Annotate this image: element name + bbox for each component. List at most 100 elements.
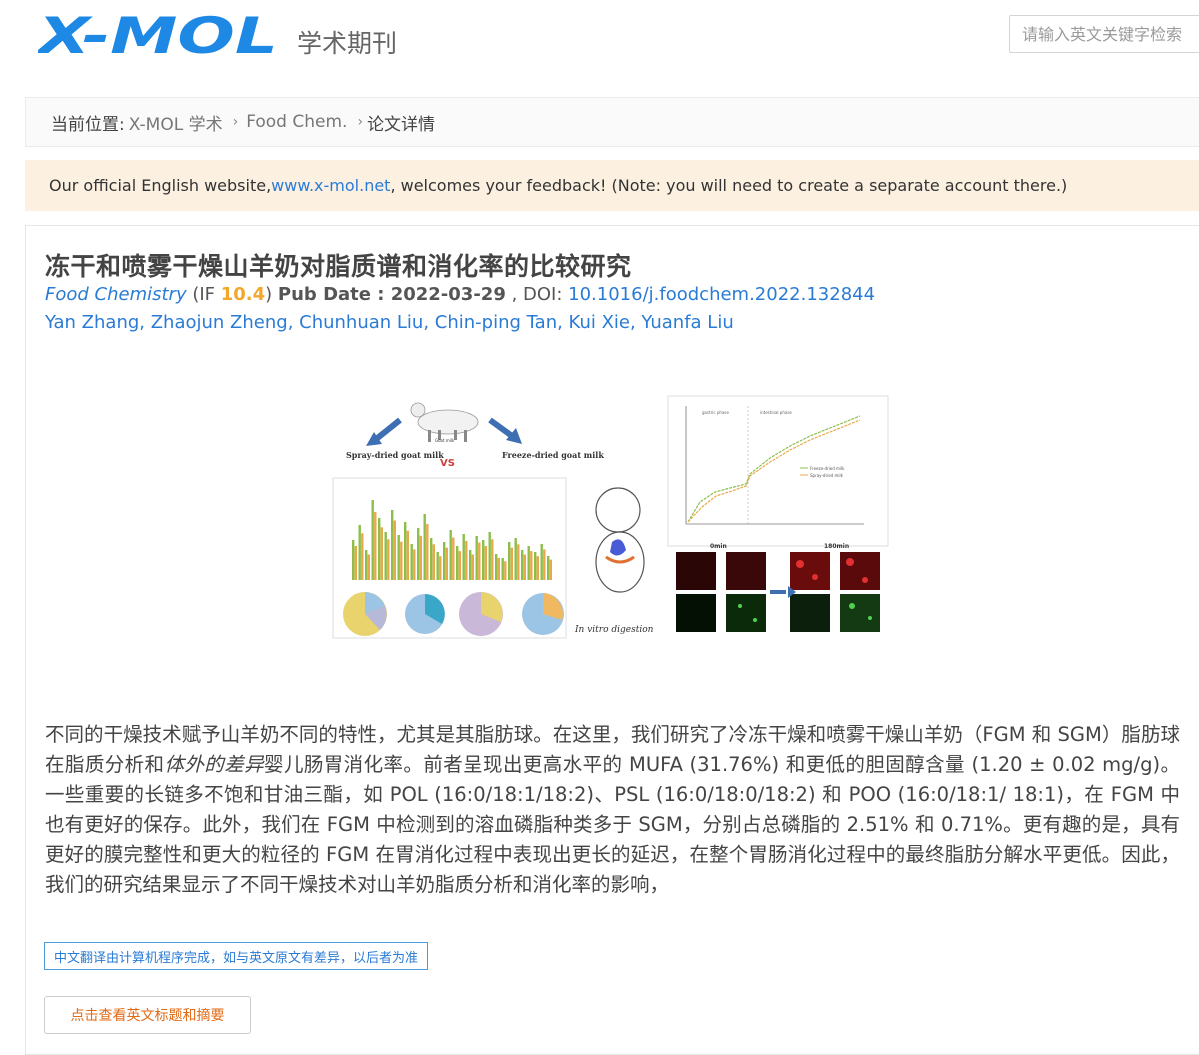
- breadcrumb-item-journal[interactable]: Food Chem.: [246, 112, 348, 132]
- doi-link[interactable]: 10.1016/j.foodchem.2022.132844: [568, 284, 876, 305]
- breadcrumb-separator-icon: ›: [232, 114, 239, 130]
- lipid-bar: [482, 540, 485, 580]
- pub-date: Pub Date : 2022-03-29: [277, 284, 506, 305]
- lipid-bar: [430, 538, 433, 580]
- lipid-bar: [417, 528, 420, 580]
- lipid-bar: [352, 540, 355, 580]
- lipid-bar: [547, 556, 550, 580]
- abstract-text-1: 不同的干燥技术赋予山羊奶不同的特性，尤其是其脂肪球。在这里，我们研究了冷冻干燥和…: [45, 723, 1180, 776]
- english-site-link[interactable]: www.x-mol.net: [271, 176, 391, 195]
- lipid-bar: [380, 527, 383, 580]
- abstract-italic: 体外的差异: [164, 753, 265, 776]
- intestinal-phase-label: intestinal phase: [760, 410, 792, 415]
- xmol-logo[interactable]: X-MOL: [38, 14, 278, 56]
- breadcrumb-separator-icon: ›: [357, 114, 364, 130]
- lipid-bars: [352, 500, 552, 580]
- if-prefix: (IF: [186, 284, 221, 305]
- spray-dried-label: Spray-dried goat milk: [346, 450, 444, 460]
- lipid-bar: [423, 514, 426, 580]
- lipid-bar: [393, 520, 396, 580]
- lipid-bar: [488, 532, 491, 580]
- lipid-bar: [354, 546, 357, 580]
- lipid-bar: [445, 547, 448, 580]
- article-abstract: 不同的干燥技术赋予山羊奶不同的特性，尤其是其脂肪球。在这里，我们研究了冷冻干燥和…: [45, 720, 1180, 900]
- lipid-bar: [400, 541, 403, 580]
- lipid-bar: [449, 530, 452, 580]
- lipid-bar: [478, 542, 481, 580]
- lipid-bar: [543, 549, 546, 580]
- lipid-bar: [540, 544, 543, 580]
- lipid-bar: [508, 542, 511, 580]
- lipid-bar: [536, 556, 539, 580]
- spray-dried-line: [687, 419, 861, 523]
- lipid-bar: [465, 540, 468, 580]
- article-meta: Food Chemistry (IF 10.4) Pub Date : 2022…: [45, 284, 875, 305]
- time-0-label: 0min: [710, 543, 727, 550]
- svg-text:X-MOL: X-MOL: [38, 14, 278, 56]
- lipid-bar: [549, 559, 552, 580]
- lipid-bar: [432, 544, 435, 580]
- lipid-bar: [534, 552, 537, 580]
- lipid-bar: [458, 551, 461, 580]
- search-input[interactable]: [1009, 15, 1199, 53]
- lipid-bar: [462, 534, 465, 580]
- lipid-bar: [527, 546, 530, 580]
- vs-label: VS: [440, 458, 455, 469]
- site-header: X-MOL 学术期刊: [0, 0, 1199, 80]
- lipid-bar: [371, 500, 374, 580]
- lipid-bar: [504, 561, 507, 580]
- english-site-notice: Our official English website,www.x-mol.n…: [25, 160, 1199, 211]
- lipid-bar: [530, 551, 533, 580]
- lipid-bar: [452, 537, 455, 580]
- legend-spray: Spray-dried milk: [810, 473, 844, 478]
- if-suffix: ): [265, 284, 278, 305]
- lipid-bar: [501, 558, 504, 580]
- view-english-button[interactable]: 点击查看英文标题和摘要: [44, 996, 251, 1034]
- lipid-bar: [419, 535, 422, 580]
- lipid-bar: [510, 547, 513, 580]
- abstract-text-2: 婴儿肠胃消化率。前者呈现出更高水平的 MUFA (31.76%) 和更低的胆固醇…: [45, 753, 1180, 896]
- pie-charts: [343, 592, 564, 636]
- author-list[interactable]: Yan Zhang, Zhaojun Zheng, Chunhuan Liu, …: [45, 312, 734, 333]
- legend-freeze: Freeze-dried milk: [810, 466, 845, 471]
- journal-link[interactable]: Food Chemistry: [45, 284, 187, 305]
- lipid-bar: [439, 556, 442, 580]
- lipid-bar: [426, 523, 429, 580]
- impact-factor: 10.4: [220, 284, 266, 305]
- infant-digestion-icon: [595, 487, 645, 593]
- lipid-bar: [456, 546, 459, 580]
- translation-note: 中文翻译由计算机程序完成，如与英文原文有差异，以后者为准: [44, 942, 429, 970]
- lipid-bar: [521, 550, 524, 580]
- lipid-bar: [514, 538, 517, 580]
- lipid-bar: [384, 532, 387, 580]
- lipid-bar: [471, 554, 474, 580]
- breadcrumb-item-current: 论文详情: [367, 114, 436, 135]
- arrow-left-icon: [373, 417, 402, 443]
- lipid-bar: [391, 510, 394, 580]
- lipid-bar: [475, 536, 478, 580]
- breadcrumb-item-xmol[interactable]: X-MOL 学术: [128, 114, 223, 135]
- lipid-bar: [410, 544, 413, 580]
- lipid-bar: [497, 557, 500, 580]
- lipid-bar: [378, 518, 381, 580]
- lipid-bar: [406, 530, 409, 580]
- time-180-label: 180min: [824, 543, 849, 550]
- lipid-bar: [374, 512, 377, 580]
- lipid-bar: [484, 546, 487, 580]
- lipid-bar: [436, 552, 439, 580]
- lipid-bar: [413, 549, 416, 580]
- article-title: 冻干和喷雾干燥山羊奶对脂质谱和消化率的比较研究: [45, 252, 632, 281]
- freeze-dried-line: [687, 415, 861, 523]
- ffa-release-chart: [667, 395, 889, 547]
- lipid-bar: [443, 542, 446, 580]
- goat-milk-label: Goat milk: [435, 438, 455, 443]
- gastric-phase-label: gastric phase: [702, 410, 729, 415]
- graphical-abstract[interactable]: Goat milk Spray-dried goat milk VS Freez…: [330, 392, 892, 644]
- lipid-bar: [469, 550, 472, 580]
- doi-label: , DOI:: [505, 284, 569, 305]
- microscopy-images: [676, 552, 880, 632]
- in-vitro-digestion-label: In vitro digestion: [574, 625, 654, 635]
- breadcrumb-label: 当前位置:: [51, 114, 125, 135]
- lipid-bar: [397, 535, 400, 580]
- lipid-bar: [517, 544, 520, 580]
